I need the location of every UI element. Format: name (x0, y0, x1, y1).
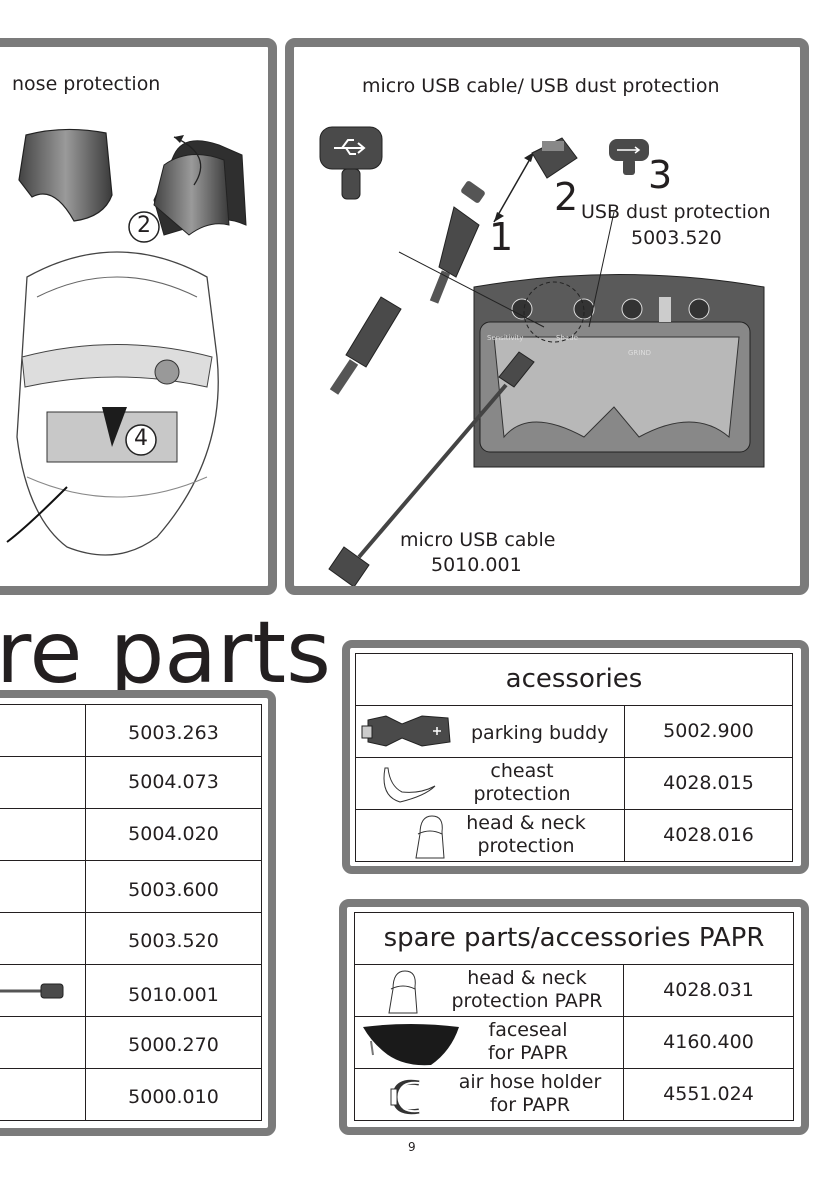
accessories-table: acessories parking buddy 5002.900 (355, 653, 793, 862)
table-row: 5004.020 (0, 808, 262, 861)
spare-code: 5010.001 (85, 964, 262, 1017)
spare-code: 5003.600 (85, 860, 262, 913)
table-row: head & neck protection PAPR 4028.031 (354, 964, 794, 1017)
spare-code: 5003.520 (85, 912, 262, 965)
table-row: head & neck protection 4028.016 (355, 809, 793, 862)
usb-dust-label: USB dust protection (581, 201, 771, 223)
section-title: re parts (0, 603, 331, 703)
usb-dust-code: 5003.520 (631, 227, 722, 249)
step-2-usb-label: 2 (554, 175, 579, 219)
micro-usb-cable-label: micro USB cable (400, 529, 556, 551)
parking-buddy-icon (361, 715, 451, 747)
usb-port-cap-step2-icon (531, 137, 578, 179)
step-4-circle-icon (125, 424, 157, 456)
papr-code: 4160.400 (623, 1016, 794, 1069)
usb-panel: micro USB cable/ USB dust protection 1 2… (285, 38, 809, 595)
papr-code: 4028.031 (623, 964, 794, 1017)
accessory-name: cheast protection (473, 760, 571, 805)
usb-detail-lines (398, 211, 615, 343)
table-row: 5010.001 (0, 964, 262, 1017)
page-number: 9 (408, 1140, 416, 1154)
step-4-label: 4 (134, 426, 148, 451)
usb-small-cap-step3-icon (609, 139, 649, 175)
table-row: 5000.270 (0, 1016, 262, 1069)
papr-code: 4551.024 (623, 1068, 794, 1121)
accessories-header: acessories (355, 653, 793, 706)
cartridge-illustration (473, 274, 765, 468)
spare-code: 5000.270 (85, 1016, 262, 1069)
table-row: parking buddy 5002.900 (355, 705, 793, 758)
chest-protection-icon (383, 767, 436, 803)
table-row: faceseal for PAPR 4160.400 (354, 1016, 794, 1069)
head-neck-protection-icon (415, 815, 445, 859)
papr-name: faceseal for PAPR (487, 1019, 569, 1064)
spare-parts-table: 5003.263 5004.073 5004.020 5003.600 5003… (0, 704, 262, 1121)
usb-caption: micro USB cable/ USB dust protection (362, 75, 720, 97)
table-row: air hose holder for PAPR 4551.024 (354, 1068, 794, 1121)
nose-protection-caption: nose protection (12, 73, 161, 95)
papr-name: head & neck protection PAPR (451, 967, 603, 1012)
usb-arrow-icon (493, 151, 535, 223)
usb-plug-step1-icon (429, 181, 485, 304)
table-row: 5003.520 (0, 912, 262, 965)
papr-panel: spare parts/accessories PAPR head & neck… (339, 899, 809, 1135)
spare-code: 5004.073 (85, 756, 262, 809)
micro-usb-cable-icon (328, 351, 535, 586)
panel-text-sensitivity: Sensitivity (487, 334, 524, 342)
accessory-code: 5002.900 (624, 705, 793, 758)
table-row: cheast protection 4028.015 (355, 757, 793, 810)
step-2-circle-icon (128, 211, 160, 243)
table-row: 5003.600 (0, 860, 262, 913)
table-header-row: acessories (355, 653, 793, 706)
table-row: 5004.073 (0, 756, 262, 809)
panel-text-shade: Shade (556, 334, 578, 342)
spare-code: 5003.263 (85, 704, 262, 757)
panel-text-grind: GRIND (628, 349, 651, 357)
nose-cover-illustration (18, 128, 247, 236)
table-row: 5000.010 (0, 1068, 262, 1121)
step-3-label: 3 (648, 153, 673, 197)
usb-plug-loose-icon (329, 296, 402, 395)
spare-code: 5000.010 (85, 1068, 262, 1121)
head-neck-papr-icon (388, 970, 418, 1014)
accessories-panel: acessories parking buddy 5002.900 (342, 640, 809, 874)
usb-dust-cap-icon (319, 126, 383, 200)
helmet-illustration (6, 251, 219, 556)
spare-code: 5004.020 (85, 808, 262, 861)
table-header-row: spare parts/accessories PAPR (354, 912, 794, 965)
accessory-code: 4028.015 (624, 757, 793, 810)
nose-protection-panel: nose protection 2 4 (0, 38, 277, 595)
faceseal-icon (363, 1024, 459, 1066)
micro-usb-cable-code: 5010.001 (431, 554, 522, 576)
air-hose-holder-icon (390, 1079, 420, 1115)
accessory-name: parking buddy (471, 722, 609, 744)
table-row: 5003.263 (0, 704, 262, 757)
accessory-name: head & neck protection (466, 812, 586, 857)
papr-table: spare parts/accessories PAPR head & neck… (354, 912, 794, 1121)
step-1-label: 1 (489, 215, 514, 259)
papr-name: air hose holder for PAPR (458, 1071, 602, 1116)
accessory-code: 4028.016 (624, 809, 793, 862)
step-2-label: 2 (137, 213, 151, 238)
usb-cable-thumbnail-icon (0, 983, 64, 999)
papr-header: spare parts/accessories PAPR (354, 912, 794, 965)
spare-parts-panel: 5003.263 5004.073 5004.020 5003.600 5003… (0, 690, 276, 1136)
